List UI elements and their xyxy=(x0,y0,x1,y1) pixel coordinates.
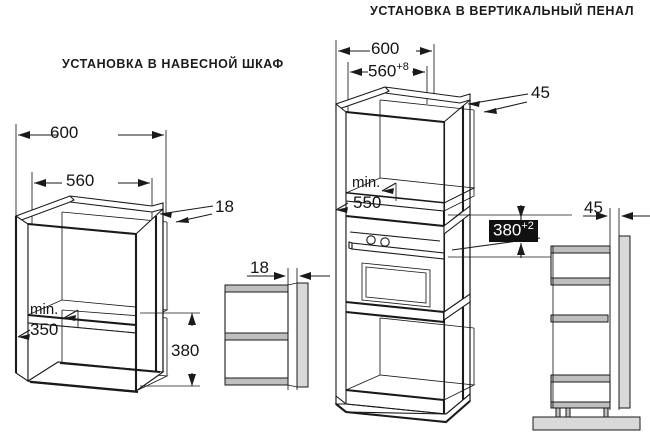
dim-wall-side-gap: 18 xyxy=(250,258,269,277)
tall-side-body xyxy=(532,235,641,431)
title-wall-cabinet: УСТАНОВКА В НАВЕСНОЙ ШКАФ xyxy=(62,57,284,71)
dim-tall-side-gap: 45 xyxy=(584,198,603,217)
dim-wall-panel-thickness: 18 xyxy=(215,197,234,216)
dim-tall-niche-height-base: 380 xyxy=(493,220,522,240)
dim-tall-niche-height-badge: 380+2 xyxy=(489,220,538,242)
wall-cabinet-leader-min-350 xyxy=(17,309,79,340)
wall-cabinet-dim-380 xyxy=(140,312,200,387)
wall-cabinet-body xyxy=(14,195,169,394)
dim-wall-min-label: min. xyxy=(30,301,59,318)
tall-cabinet-body xyxy=(334,86,476,424)
dim-wall-niche-height: 380 xyxy=(171,341,200,360)
dim-wall-min-depth: 350 xyxy=(30,320,59,339)
dim-tall-inner-width-base: 560 xyxy=(368,61,397,81)
dim-tall-min-label: min. xyxy=(352,174,381,191)
wall-side-body xyxy=(224,282,309,388)
dim-tall-inner-width: 560+8 xyxy=(368,61,409,82)
tall-cabinet-leader-45 xyxy=(467,93,529,114)
dim-tall-outer-width: 600 xyxy=(371,39,400,58)
dim-tall-min-depth: 550 xyxy=(353,193,382,212)
dim-tall-niche-height-tolerance: +2 xyxy=(521,220,534,232)
tall-cabinet-leader-min-550 xyxy=(335,182,397,213)
title-tall-cabinet: УСТАНОВКА В ВЕРТИКАЛЬНЫЙ ПЕНАЛ xyxy=(370,4,635,18)
dim-wall-inner-width: 560 xyxy=(66,171,95,190)
dim-tall-plinth-offset: 45 xyxy=(531,83,550,102)
wall-cabinet-leader-18 xyxy=(159,205,214,223)
dim-tall-inner-width-tolerance: +8 xyxy=(396,61,409,73)
dim-wall-outer-width: 600 xyxy=(50,123,79,142)
